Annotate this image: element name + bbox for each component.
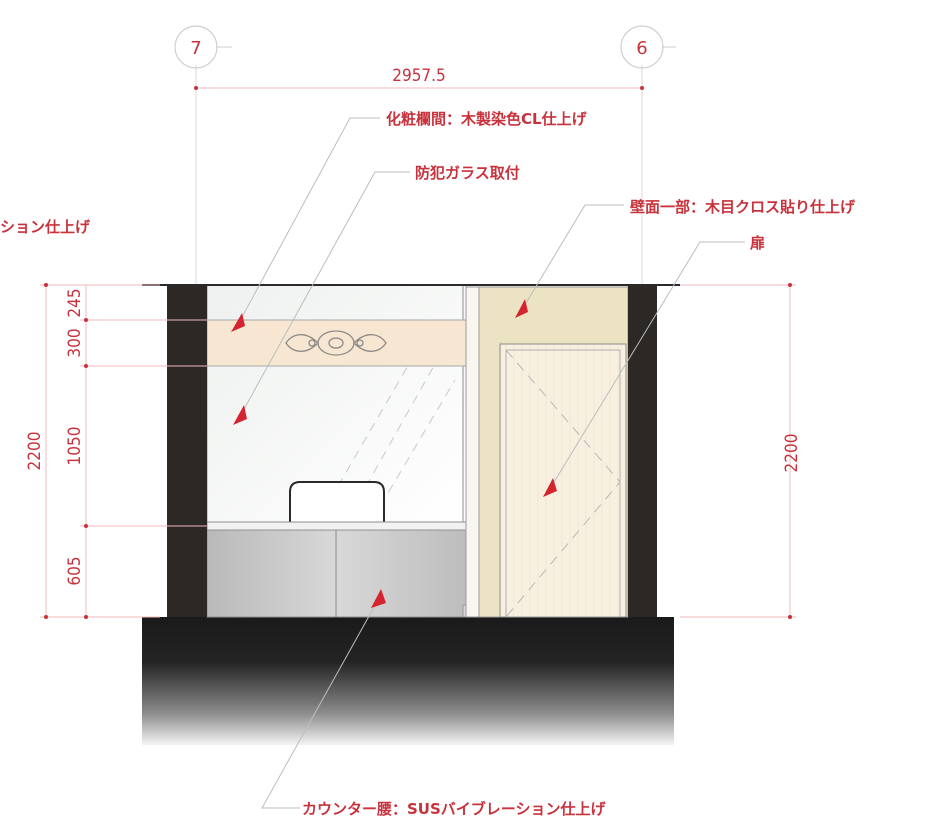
right-total-height-label: 2200 xyxy=(782,434,802,473)
counter-top xyxy=(206,521,467,531)
counter-note: カウンター腰：SUSバイブレーション仕上げ xyxy=(302,800,606,818)
glass-note: 防犯ガラス取付 xyxy=(415,164,520,182)
transom-height-label: 300 xyxy=(65,328,85,357)
grid-label-7: 7 xyxy=(190,38,201,59)
grid-label-6: 6 xyxy=(636,38,647,59)
transom-leader xyxy=(234,117,380,331)
door-panel xyxy=(499,343,627,618)
left-dimensions: 2200 245 300 1050 605 xyxy=(25,283,207,619)
counter-height-label: 605 xyxy=(65,556,85,585)
left-column xyxy=(167,285,207,617)
counter-leader xyxy=(261,599,379,809)
transom-ornament xyxy=(285,330,387,356)
transom-top-height-label: 245 xyxy=(65,288,85,317)
left-total-height-label: 2200 xyxy=(25,432,45,471)
width-dimension: 2957.5 xyxy=(194,66,644,90)
door-note: 扉 xyxy=(749,234,765,252)
transom-arrow xyxy=(231,313,245,332)
right-column xyxy=(628,285,657,617)
grid-bubble-7: 7 xyxy=(174,25,232,69)
grid-bubble-6: 6 xyxy=(620,25,676,69)
left-cut-note: ション仕上げ xyxy=(0,218,91,236)
transom-note: 化粧欄間：木製染色CL仕上げ xyxy=(386,110,588,128)
counter-arrow xyxy=(371,589,386,608)
width-dimension-label: 2957.5 xyxy=(392,66,446,86)
glass-height-label: 1050 xyxy=(65,427,85,466)
door-arrow xyxy=(543,478,557,497)
right-dimension: 2200 xyxy=(680,283,802,619)
transom-panel xyxy=(206,319,467,367)
wall-leader xyxy=(519,204,624,314)
glass-leader xyxy=(237,171,410,421)
floor-base xyxy=(142,617,674,745)
glass-arrow xyxy=(233,405,247,425)
wall-arrow xyxy=(515,299,528,318)
wall-note: 壁面一部：木目クロス貼り仕上げ xyxy=(630,198,856,216)
door-leader xyxy=(547,241,745,493)
chair-back xyxy=(289,481,385,528)
